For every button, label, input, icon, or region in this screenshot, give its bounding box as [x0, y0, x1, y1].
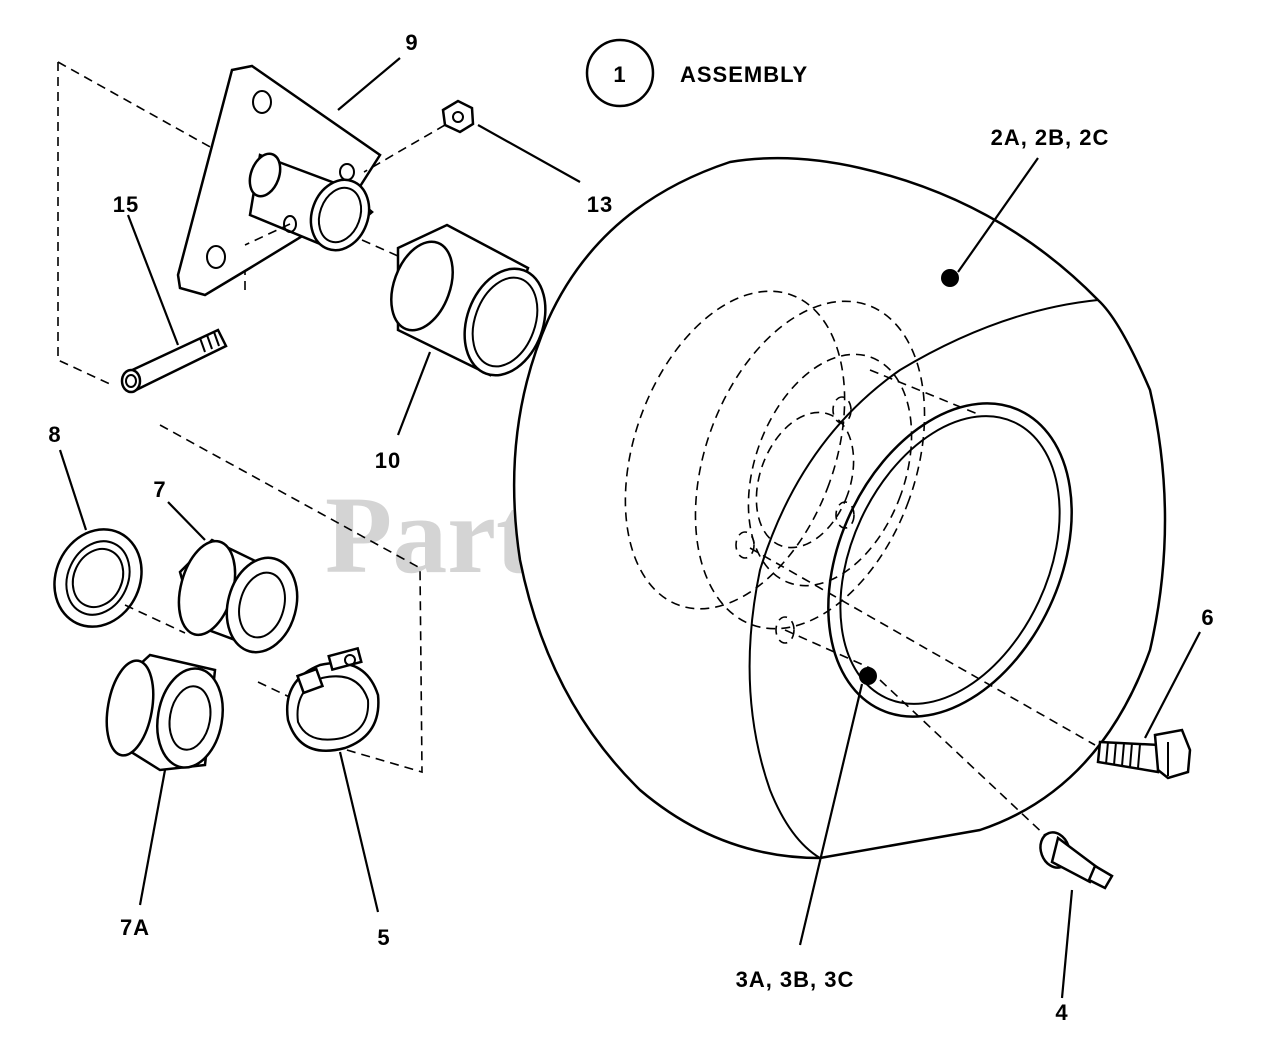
- tire-part-2: [512, 156, 1167, 860]
- bracket-part-9: [176, 64, 382, 297]
- seal-part-8: [53, 528, 186, 634]
- tire-reference-dot: [941, 269, 959, 287]
- callout-4: 4: [1055, 1000, 1068, 1025]
- bolt-part-15: [120, 328, 228, 394]
- assembly-circle: [585, 38, 655, 108]
- valve-stem-part-4: [1039, 831, 1114, 890]
- spacer-part-7a: [105, 653, 301, 772]
- callout-3: 3A, 3B, 3C: [736, 967, 855, 992]
- callout-15: 15: [113, 192, 139, 217]
- rim-part-3: [827, 402, 1073, 718]
- bearing-part-7: [177, 538, 299, 654]
- rim-reference-dot: [859, 667, 877, 685]
- callout-6: 6: [1201, 605, 1214, 630]
- assembly-number: 1: [613, 62, 626, 87]
- assembly-label: ASSEMBLY: [680, 62, 808, 87]
- callout-10: 10: [375, 448, 401, 473]
- callout-8: 8: [48, 422, 61, 447]
- callout-7: 7: [153, 477, 166, 502]
- assembly-marker: 1 ASSEMBLY: [585, 38, 808, 108]
- lug-bolt-part-6: [1096, 728, 1192, 780]
- bushing-part-10: [361, 223, 801, 481]
- callout-7a: 7A: [120, 915, 150, 940]
- leader-lines: [58, 57, 1201, 999]
- callout-9: 9: [405, 30, 418, 55]
- callout-2: 2A, 2B, 2C: [991, 125, 1110, 150]
- callout-13: 13: [587, 192, 613, 217]
- callout-5: 5: [377, 925, 390, 950]
- callout-labels: 9 13 15 10 8 7 7A 5 2A, 2B, 2C 3A, 3B, 3…: [48, 30, 1214, 1025]
- wheel-assembly: [512, 156, 1167, 860]
- clamp-part-5: [285, 646, 380, 753]
- nut-part-13: [363, 99, 475, 173]
